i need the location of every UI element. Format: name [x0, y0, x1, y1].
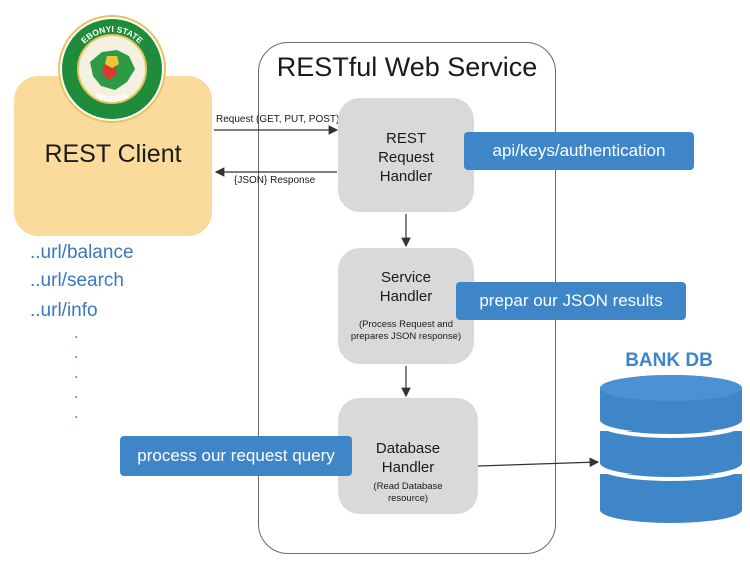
database-handler — [338, 398, 478, 514]
service-handler-line1: Service — [380, 269, 432, 286]
ellipsis-dot: . — [74, 385, 79, 402]
database-handler-line2: Handler — [381, 459, 435, 476]
database-handler-note-line1: (Read Database — [373, 481, 443, 492]
service-handler-line2: Handler — [379, 288, 433, 305]
request-arrow-label: Request (GET, PUT, POST) — [216, 114, 340, 125]
ellipsis-dot: . — [74, 365, 79, 382]
rest-request-handler-line1: REST — [385, 130, 426, 147]
rest-client-title: REST Client — [44, 140, 182, 168]
rest-request-handler-line2: Request — [378, 149, 434, 166]
ellipsis-dot: . — [74, 325, 79, 342]
rest-request-handler-line3: Handler — [379, 168, 433, 185]
database-handler-line1: Database — [375, 440, 441, 457]
url-info-link[interactable]: ..url/info — [30, 300, 98, 321]
ebonyi-state-seal-logo: EBONYI STATE NIGERIA — [58, 15, 166, 123]
ellipsis-dot: . — [74, 345, 79, 362]
auth-callout: api/keys/authentication — [464, 132, 694, 170]
ellipsis-dot: . — [74, 405, 79, 422]
service-handler-note-line1: (Process Request and — [359, 319, 453, 330]
service-handler — [338, 248, 474, 364]
svg-text:NIGERIA: NIGERIA — [94, 90, 130, 104]
rest-request-handler — [338, 98, 474, 212]
database-to-db-arrow — [477, 457, 600, 468]
web-service-title: RESTful Web Service — [276, 52, 538, 82]
url-search-link[interactable]: ..url/search — [30, 270, 124, 291]
bank-db-title: BANK DB — [625, 350, 713, 371]
database-cylinder-icon — [598, 375, 744, 523]
response-arrow-label: {JSON} Response — [234, 175, 316, 186]
request-query-callout: process our request query — [120, 436, 352, 476]
database-handler-note-line2: resource) — [387, 493, 429, 504]
json-results-callout: prepar our JSON results — [456, 282, 686, 320]
service-handler-note-line2: prepares JSON response) — [350, 331, 462, 342]
url-balance-link[interactable]: ..url/balance — [30, 242, 134, 263]
